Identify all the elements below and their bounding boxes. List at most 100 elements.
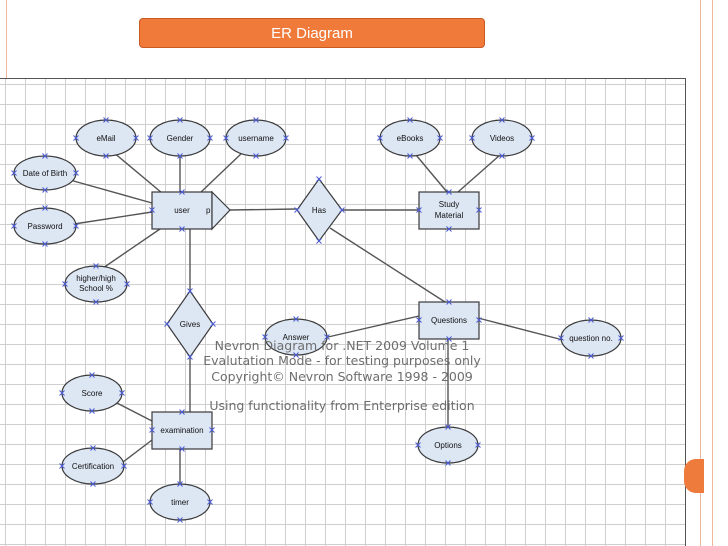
link-cert-exam <box>122 439 153 463</box>
svg-text:username: username <box>238 134 274 143</box>
port-marker <box>293 352 299 358</box>
port-marker <box>476 317 482 323</box>
port-marker <box>339 207 345 213</box>
attribute-email[interactable]: eMail <box>75 119 137 157</box>
port-marker <box>209 427 215 433</box>
port-marker <box>93 263 99 269</box>
attribute-options[interactable]: Options <box>417 426 479 464</box>
attribute-videos[interactable]: Videos <box>471 119 533 157</box>
entity-questions[interactable]: Questions <box>418 301 480 340</box>
port-marker <box>42 205 48 211</box>
port-marker <box>124 281 130 287</box>
link-password-user <box>73 211 153 225</box>
svg-text:Study: Study <box>439 200 459 209</box>
svg-text:Copyright© Nevron Software 199: Copyright© Nevron Software 1998 - 2009 <box>211 369 473 384</box>
port-marker <box>90 445 96 451</box>
entity-study-material[interactable]: Study Material <box>418 191 480 230</box>
attribute-question-no[interactable]: question no. <box>560 319 622 357</box>
slide-right-border-outer <box>712 0 713 546</box>
link-videos-study <box>457 154 501 193</box>
port-marker <box>11 223 17 229</box>
port-marker <box>187 354 193 360</box>
port-marker <box>618 335 624 341</box>
attribute-password[interactable]: Password <box>13 207 77 245</box>
svg-text:Nevron Diagram for .NET 2009 V: Nevron Diagram for .NET 2009 Volume 1 <box>215 338 470 353</box>
port-marker <box>90 481 96 487</box>
port-marker <box>283 135 289 141</box>
svg-text:Questions: Questions <box>431 316 467 325</box>
port-marker <box>499 153 505 159</box>
svg-text:eBooks: eBooks <box>397 134 424 143</box>
entity-examination[interactable]: examination <box>151 411 213 450</box>
port-marker <box>262 334 268 340</box>
port-marker <box>147 499 153 505</box>
diagram-canvas[interactable] <box>0 78 686 546</box>
svg-text:timer: timer <box>171 498 189 507</box>
port-marker <box>179 446 185 452</box>
port-marker <box>42 153 48 159</box>
port-marker <box>59 463 65 469</box>
port-marker <box>177 117 183 123</box>
port-marker <box>253 153 259 159</box>
attribute-date-of-birth[interactable]: Date of Birth <box>13 155 77 191</box>
port-marker <box>415 442 421 448</box>
port-marker <box>149 427 155 433</box>
port-marker <box>42 187 48 193</box>
link-username-user <box>199 151 244 194</box>
svg-text:Has: Has <box>312 206 326 215</box>
slide-right-border <box>700 0 701 546</box>
entity-user[interactable]: user p <box>151 190 231 231</box>
port-marker <box>446 189 452 195</box>
port-marker <box>73 170 79 176</box>
attribute-username[interactable]: username <box>225 119 287 157</box>
port-marker <box>475 442 481 448</box>
port-marker <box>207 135 213 141</box>
link-email-user <box>112 151 163 194</box>
attribute-certification[interactable]: Certification <box>61 447 125 485</box>
port-marker <box>62 281 68 287</box>
svg-text:Gender: Gender <box>167 134 194 143</box>
port-marker <box>177 153 183 159</box>
svg-text:examination: examination <box>160 426 203 435</box>
port-marker <box>416 317 422 323</box>
relationship-gives[interactable]: Gives <box>166 289 214 359</box>
slide-title: ER Diagram <box>139 18 485 48</box>
attribute-timer[interactable]: timer <box>149 483 211 521</box>
port-marker <box>324 334 330 340</box>
link-higher-user <box>102 228 161 269</box>
port-marker <box>446 226 452 232</box>
port-marker <box>179 189 185 195</box>
port-marker <box>293 316 299 322</box>
link-score-exam <box>114 401 153 422</box>
port-marker <box>177 481 183 487</box>
port-marker <box>377 135 383 141</box>
port-marker <box>73 223 79 229</box>
attribute-score[interactable]: Score <box>61 374 123 412</box>
svg-text:Score: Score <box>82 389 103 398</box>
port-marker <box>177 517 183 523</box>
port-marker <box>59 390 65 396</box>
slide-nav-tab[interactable] <box>684 459 704 493</box>
port-marker <box>42 241 48 247</box>
svg-text:Material: Material <box>435 211 464 220</box>
port-marker <box>529 135 535 141</box>
watermark: Nevron Diagram for .NET 2009 Volume 1 Ev… <box>203 338 481 413</box>
port-marker <box>103 117 109 123</box>
port-marker <box>445 424 451 430</box>
svg-text:Date of Birth: Date of Birth <box>23 169 67 178</box>
port-marker <box>133 135 139 141</box>
attribute-higher-school[interactable]: higher/high School % <box>64 265 128 303</box>
port-marker <box>446 299 452 305</box>
attribute-ebooks[interactable]: eBooks <box>379 119 441 157</box>
port-marker <box>476 207 482 213</box>
port-marker <box>164 321 170 327</box>
port-marker <box>147 135 153 141</box>
svg-text:Options: Options <box>434 441 462 450</box>
attribute-gender[interactable]: Gender <box>149 119 211 157</box>
port-marker <box>437 135 443 141</box>
port-marker <box>121 463 127 469</box>
connector-lines <box>69 151 564 485</box>
port-marker <box>11 170 17 176</box>
port-marker <box>558 335 564 341</box>
port-marker <box>316 176 322 182</box>
